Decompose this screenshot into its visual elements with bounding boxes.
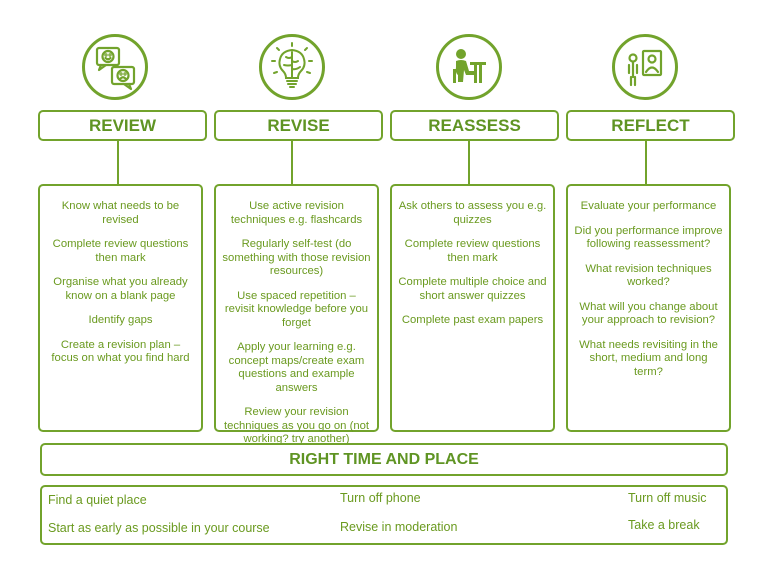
list-item: Complete past exam papers xyxy=(401,314,544,326)
review-connector xyxy=(117,141,119,185)
revise-connector xyxy=(291,141,293,185)
list-item: Create a revision plan – focus on what y… xyxy=(51,338,190,365)
list-item: Complete review questions then mark xyxy=(52,238,189,264)
reassess-icon-circle xyxy=(436,34,502,100)
reassess-connector xyxy=(468,141,470,185)
tip-revise-in-moderation: Revise in moderation xyxy=(340,520,458,534)
reflect-column: Evaluate your performance Did you perfor… xyxy=(566,184,731,432)
list-item: Complete multiple choice and short answe… xyxy=(398,276,547,302)
person-at-desk-icon xyxy=(453,49,486,83)
review-icon-circle xyxy=(82,34,148,100)
list-item: Use active revision techniques e.g. flas… xyxy=(230,200,363,226)
list-item: What needs revisiting in the short, medi… xyxy=(579,338,718,378)
revise-column: Use active revision techniques e.g. flas… xyxy=(214,184,379,445)
list-item: Regularly self-test (do something with t… xyxy=(222,238,371,277)
chat-faces-icon xyxy=(95,46,136,91)
tip-turn-off-phone: Turn off phone xyxy=(340,491,421,505)
list-item: Identify gaps xyxy=(88,314,153,326)
tip-turn-off-music: Turn off music xyxy=(628,491,707,505)
tip-find-quiet-place: Find a quiet place xyxy=(48,493,147,507)
review-column: Know what needs to be revised Complete r… xyxy=(38,184,203,432)
list-item: Organise what you already know on a blan… xyxy=(53,276,188,302)
tips-box: Find a quiet place Turn off phone Turn o… xyxy=(40,485,728,545)
list-item: What revision techniques worked? xyxy=(585,262,712,289)
list-item: Use spaced repetition – revisit knowledg… xyxy=(224,289,369,329)
list-item: Review your revision techniques as you g… xyxy=(223,406,370,445)
review-header: REVIEW xyxy=(38,110,207,141)
reassess-column: Ask others to assess you e.g. quizzes Co… xyxy=(390,184,555,432)
list-item: Know what needs to be revised xyxy=(61,200,180,226)
reflect-header: REFLECT xyxy=(566,110,735,141)
reflect-icon-circle xyxy=(612,34,678,100)
revise-header: REVISE xyxy=(214,110,383,141)
reflect-connector xyxy=(645,141,647,185)
list-item: Ask others to assess you e.g. quizzes xyxy=(398,200,547,226)
right-time-and-place-banner: RIGHT TIME AND PLACE xyxy=(40,443,728,476)
list-item: Evaluate your performance xyxy=(580,200,717,212)
reassess-header: REASSESS xyxy=(390,110,559,141)
list-item: Apply your learning e.g. concept maps/cr… xyxy=(228,341,365,394)
person-mirror-icon xyxy=(627,49,663,87)
list-item: Complete review questions then mark xyxy=(404,238,541,264)
list-item: What will you change about your approach… xyxy=(579,300,718,327)
revise-icon-circle xyxy=(259,34,325,100)
tip-start-early: Start as early as possible in your cours… xyxy=(48,521,270,535)
tip-take-a-break: Take a break xyxy=(628,518,700,532)
brain-lightbulb-icon xyxy=(271,42,313,88)
list-item: Did you performance improve following re… xyxy=(574,224,723,251)
